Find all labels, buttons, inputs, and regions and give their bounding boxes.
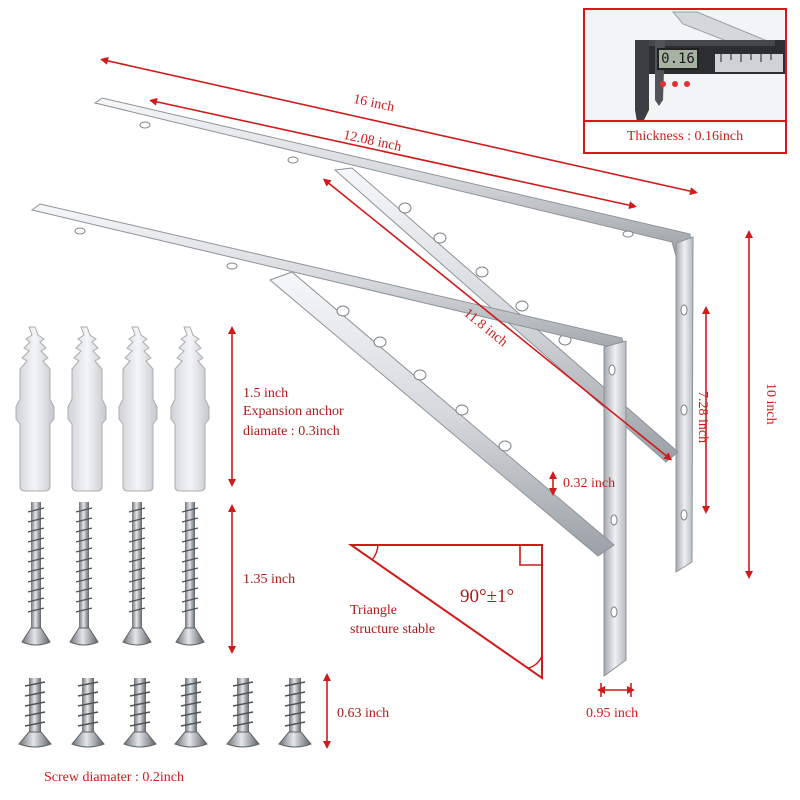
long-screw-3 (122, 502, 152, 646)
expansion-anchors (15, 326, 210, 492)
label-overall-height: 10 inch (763, 383, 778, 425)
anchor-4 (170, 326, 210, 492)
dimension-lines (100, 56, 753, 749)
label-anchor-name: Expansion anchor (243, 404, 344, 419)
short-screw-4 (174, 678, 208, 748)
short-screw-3 (123, 678, 157, 748)
label-vertical-leg: 7.28 inch (695, 391, 710, 444)
triangle-diagram (347, 544, 543, 680)
label-screw-diameter: Screw diamater : 0.2inch (44, 770, 184, 785)
anchor-3 (118, 326, 158, 492)
label-width: 0.95 inch (586, 706, 639, 721)
label-angle: 90°±1° (460, 586, 515, 607)
label-anchor-diameter: diamate : 0.3inch (243, 424, 340, 439)
anchor-2 (67, 326, 107, 492)
long-screw-4 (175, 502, 205, 646)
label-anchor-length: 1.5 inch (243, 386, 289, 401)
short-screw-2 (71, 678, 105, 748)
label-arm-thickness: 0.32 inch (563, 476, 616, 491)
thickness-caption: Thickness : 0.16inch (585, 120, 785, 152)
short-screw-6 (278, 678, 312, 748)
long-screw-1 (21, 502, 51, 646)
caliper-display: 0.16 (657, 48, 699, 70)
label-triangle-line2: structure stable (350, 622, 436, 637)
long-screws (21, 502, 205, 646)
short-screw-5 (226, 678, 260, 748)
short-screws (18, 678, 312, 748)
label-triangle-line1: Triangle (350, 603, 397, 618)
short-screw-1 (18, 678, 52, 748)
long-screw-2 (69, 502, 99, 646)
bracket-front (30, 203, 627, 677)
thickness-inset: 0.16 Thickness : 0.16inch (583, 8, 787, 154)
label-long-screw-length: 1.35 inch (243, 572, 296, 587)
anchor-1 (15, 326, 55, 492)
label-short-screw-length: 0.63 inch (337, 706, 390, 721)
